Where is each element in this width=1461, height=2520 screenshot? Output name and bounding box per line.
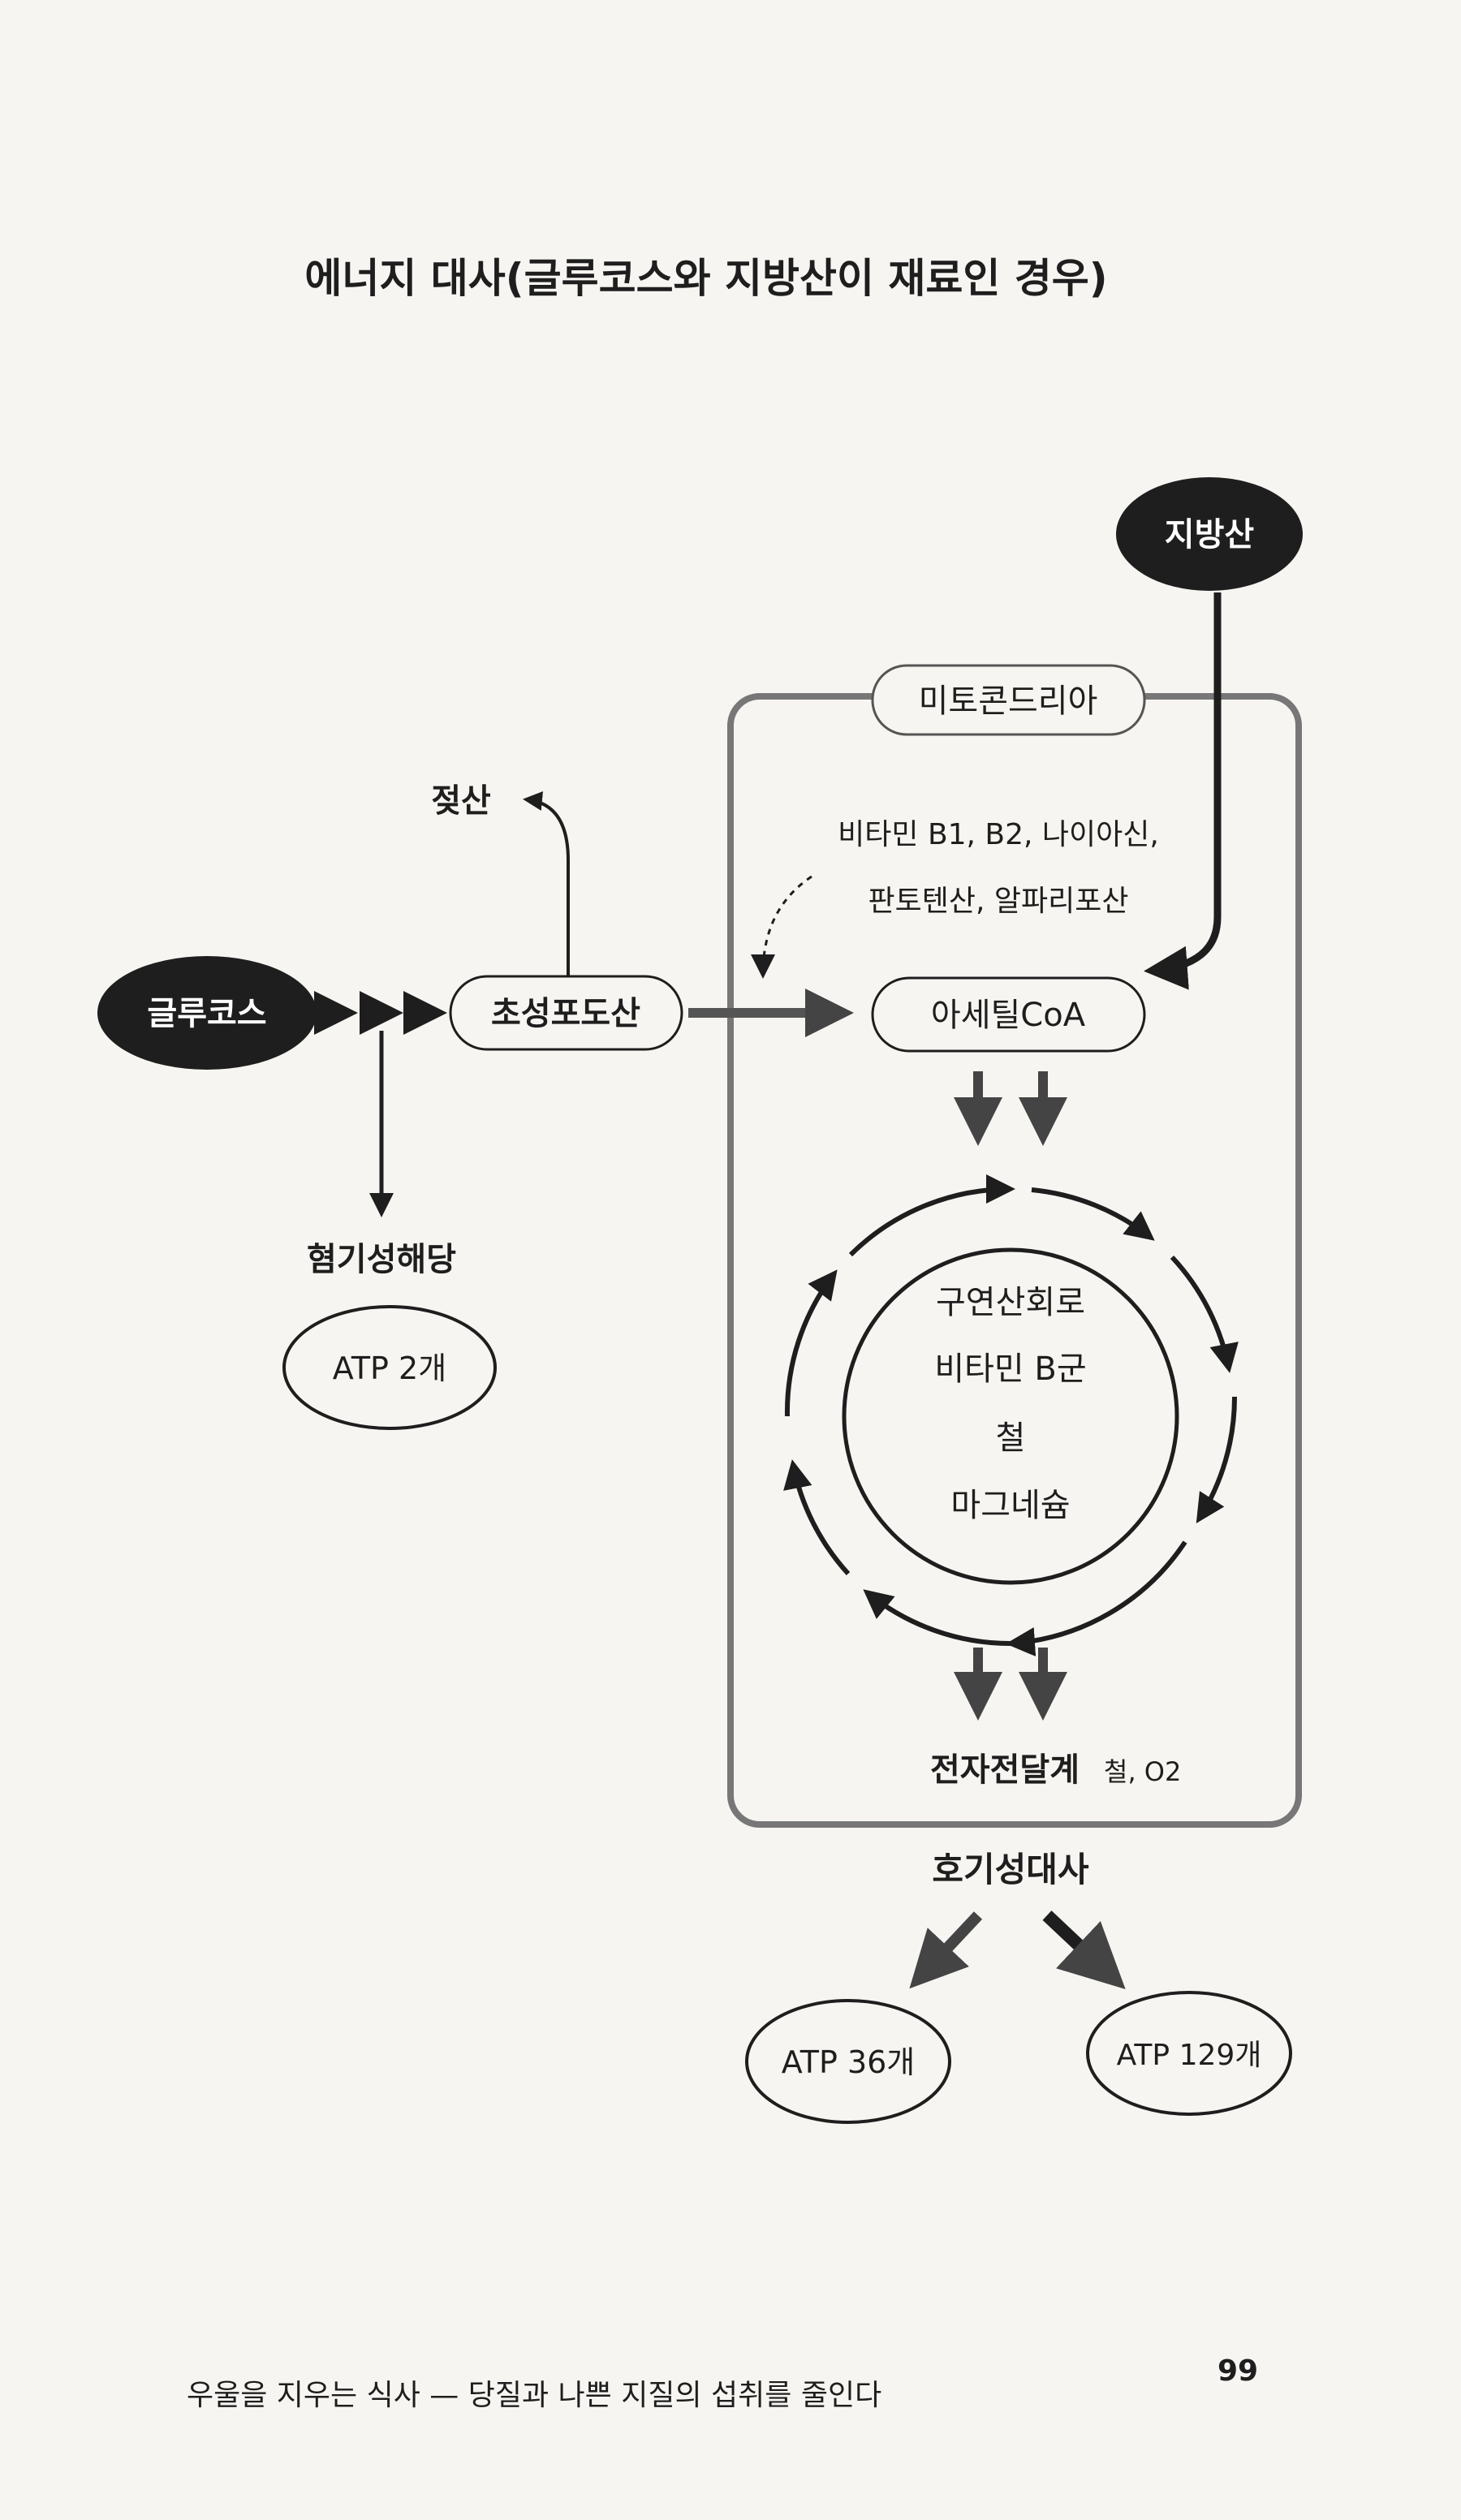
glucose-node xyxy=(97,956,317,1070)
acetyl-coa-label: 아세틸CoA xyxy=(931,997,1086,1034)
etc-label: 전자전달계 xyxy=(930,1751,1080,1789)
cofactors-line1: 비타민 B1, B2, 나이아신, xyxy=(838,818,1159,851)
mitochondria-label: 미토콘드리아 xyxy=(919,683,1098,720)
anaerobic-label: 혐기성해당 xyxy=(307,1241,456,1278)
cycle-line1: 구연산회로 xyxy=(936,1284,1085,1321)
cycle-line4: 마그네슘 xyxy=(950,1487,1070,1524)
fatty-acid-node xyxy=(1116,477,1303,591)
cycle-line2: 비타민 B군 xyxy=(934,1350,1086,1388)
aerobic-arrow-right xyxy=(1042,1910,1126,1989)
fatty-acid-label: 지방산 xyxy=(1165,516,1255,554)
atp-anaerobic-node xyxy=(282,1305,497,1430)
mitochondria-label-box xyxy=(871,664,1146,736)
atp-anaerobic-label: ATP 2개 xyxy=(333,1350,446,1386)
atp-fatty-label: ATP 129개 xyxy=(1117,2039,1262,2072)
footer-text: 우울을 지우는 식사 — 당질과 나쁜 지질의 섭취를 줄인다 xyxy=(187,2379,881,2412)
aerobic-arrow-left xyxy=(909,1911,983,1989)
cofactor-dotted-arrow xyxy=(751,875,812,979)
cycle-line3: 철 xyxy=(996,1419,1026,1457)
etc-cofactors: 철, O2 xyxy=(1104,1756,1181,1787)
fatty-acid-to-acetyl-arrow xyxy=(1144,592,1222,990)
page-number: 99 xyxy=(1218,2354,1258,2388)
cofactors-line2: 판토텐산, 알파리포산 xyxy=(868,885,1129,918)
lactate-label: 젖산 xyxy=(431,782,491,820)
atp-fatty-node xyxy=(1086,1991,1292,2116)
glucose-label: 글루코스 xyxy=(147,995,266,1032)
pyruvate-label: 초성포도산 xyxy=(491,995,640,1032)
citric-cycle-circle xyxy=(842,1247,1179,1585)
acetyl-coa-node xyxy=(871,976,1146,1053)
atp-glucose-label: ATP 36개 xyxy=(782,2044,916,2080)
pyruvate-node xyxy=(449,975,683,1051)
cycle-arrows xyxy=(783,1174,1239,1656)
atp-glucose-node xyxy=(745,1999,951,2124)
diagram-title: 에너지 대사(글루코스와 지방산이 재료인 경우) xyxy=(304,255,1107,302)
aerobic-label: 호기성대사 xyxy=(932,1850,1089,1889)
pyruvate-to-lactate-arrow xyxy=(523,790,570,976)
